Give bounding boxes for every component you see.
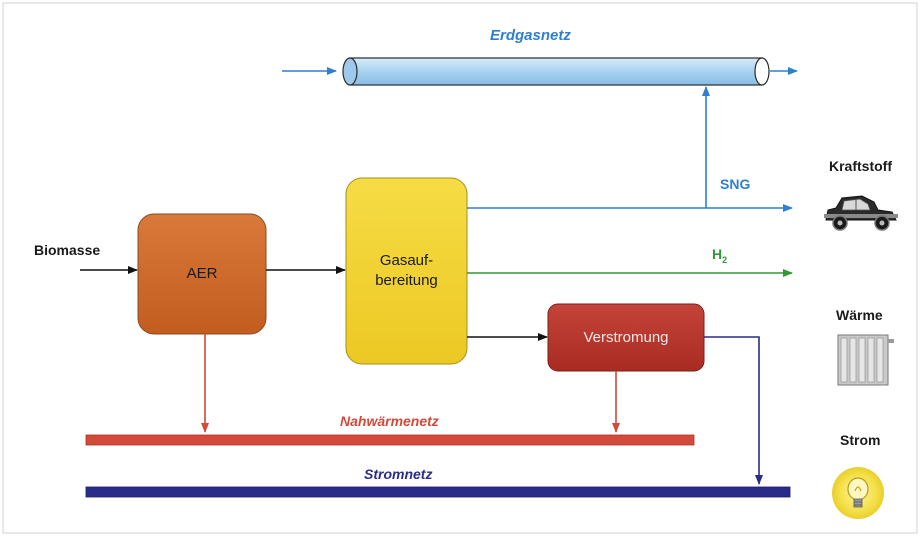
gasaufbereitung-box (345, 177, 468, 365)
gasaufbereitung-label: Gasauf- bereitung (346, 178, 467, 364)
aer-label: AER (138, 214, 266, 334)
lightbulb-icon (832, 467, 884, 519)
car-icon (824, 195, 898, 231)
verstromung-text: Verstromung (583, 328, 669, 346)
gas-pipe (342, 57, 770, 86)
kraftstoff-label: Kraftstoff (829, 158, 892, 174)
verstromung-label: Verstromung (548, 304, 704, 371)
radiator-icon (837, 334, 894, 386)
nahwaermenetz-label: Nahwärmenetz (340, 413, 439, 429)
aer-box (137, 213, 267, 335)
gasaufbereitung-line1: Gasauf- (379, 252, 434, 269)
erdgasnetz-label: Erdgasnetz (490, 27, 571, 44)
nahwaermenetz-bar (85, 434, 695, 446)
aer-text: AER (186, 265, 218, 282)
h2-label: H2 (712, 246, 727, 265)
stromnetz-bar (85, 486, 791, 498)
waerme-label: Wärme (836, 307, 883, 323)
h2-main: H (712, 246, 723, 262)
verstromung-to-stromnetz-arrow (704, 336, 763, 485)
biomasse-label: Biomasse (34, 242, 101, 258)
strom-label: Strom (840, 432, 881, 448)
sng-label: SNG (720, 176, 751, 192)
stromnetz-label: Stromnetz (364, 466, 433, 482)
h2-subscript: 2 (722, 254, 728, 265)
gasaufbereitung-line2: bereitung (375, 272, 438, 289)
